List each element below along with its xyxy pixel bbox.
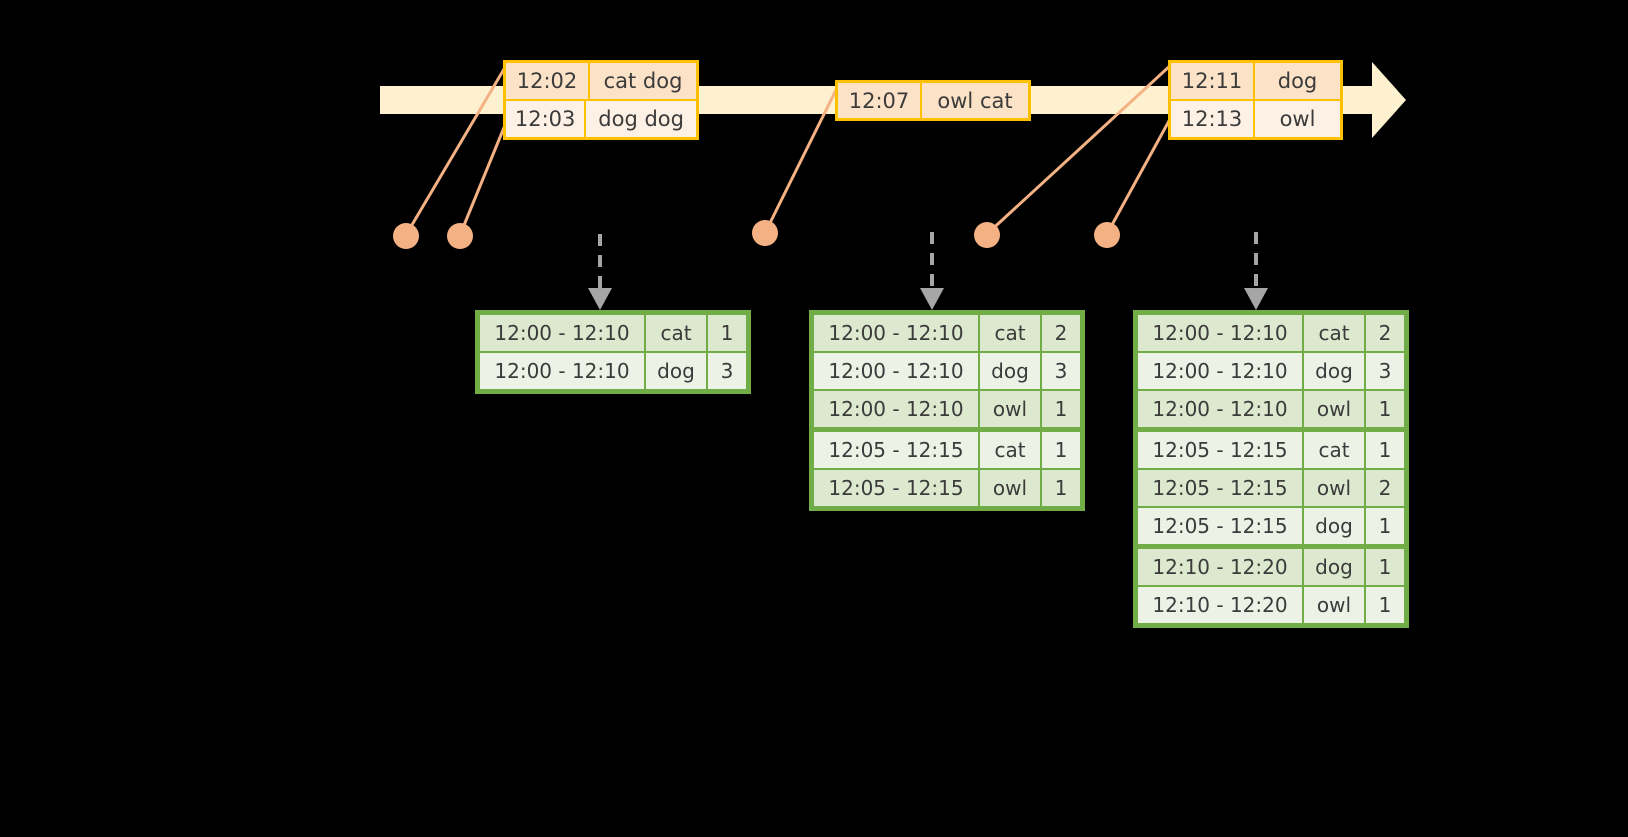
- count-cell: 3: [1042, 353, 1080, 389]
- window-cell: 12:05 - 12:15: [814, 432, 978, 468]
- event-group-1[interactable]: 12:02 cat dog 12:03 dog dog: [503, 60, 699, 140]
- event-dot: [447, 223, 473, 249]
- count-cell: 1: [1042, 391, 1080, 427]
- count-cell: 3: [1366, 353, 1404, 389]
- event-time: 12:03: [506, 101, 587, 137]
- key-cell: dog: [1304, 549, 1364, 585]
- flow-arrow-1: [588, 234, 612, 310]
- window-cell: 12:00 - 12:10: [814, 391, 978, 427]
- key-cell: cat: [1304, 315, 1364, 351]
- window-cell: 12:05 - 12:15: [1138, 470, 1302, 506]
- window-cell: 12:00 - 12:10: [1138, 391, 1302, 427]
- key-cell: owl: [1304, 587, 1364, 623]
- event-time: 12:07: [838, 83, 922, 118]
- event-words: dog: [1255, 63, 1340, 99]
- count-cell: 2: [1366, 470, 1404, 506]
- count-cell: 1: [1042, 470, 1080, 506]
- key-cell: dog: [646, 353, 706, 389]
- count-cell: 1: [1366, 391, 1404, 427]
- flow-arrow-3: [1244, 232, 1268, 310]
- event-row[interactable]: 12:13 owl: [1171, 99, 1340, 137]
- window-cell: 12:00 - 12:10: [480, 315, 644, 351]
- event-words: owl cat: [922, 83, 1028, 118]
- count-cell: 2: [1042, 315, 1080, 351]
- window-cell: 12:00 - 12:10: [1138, 315, 1302, 351]
- event-row[interactable]: 12:11 dog: [1171, 63, 1340, 99]
- key-cell: owl: [980, 470, 1040, 506]
- count-cell: 1: [1366, 549, 1404, 585]
- window-cell: 12:05 - 12:15: [814, 470, 978, 506]
- event-row[interactable]: 12:02 cat dog: [506, 63, 696, 99]
- window-cell: 12:10 - 12:20: [1138, 549, 1302, 585]
- window-cell: 12:00 - 12:10: [480, 353, 644, 389]
- key-cell: dog: [980, 353, 1040, 389]
- window-cell: 12:05 - 12:15: [1138, 508, 1302, 544]
- key-cell: cat: [980, 315, 1040, 351]
- flow-arrows: [588, 232, 1268, 310]
- event-dot: [393, 223, 419, 249]
- window-cell: 12:05 - 12:15: [1138, 432, 1302, 468]
- window-cell: 12:00 - 12:10: [814, 353, 978, 389]
- count-cell: 1: [1042, 432, 1080, 468]
- key-cell: dog: [1304, 353, 1364, 389]
- event-time: 12:02: [506, 63, 590, 99]
- event-dot: [1094, 222, 1120, 248]
- event-words: cat dog: [590, 63, 696, 99]
- count-cell: 1: [1366, 587, 1404, 623]
- count-cell: 1: [1366, 432, 1404, 468]
- key-cell: owl: [1304, 470, 1364, 506]
- event-dots: [393, 220, 1120, 249]
- event-words: dog dog: [586, 101, 696, 137]
- event-words: owl: [1255, 101, 1340, 137]
- count-cell: 1: [708, 315, 746, 351]
- key-cell: cat: [1304, 432, 1364, 468]
- count-cell: 1: [1366, 508, 1404, 544]
- count-cell: 2: [1366, 315, 1404, 351]
- count-cell: 3: [708, 353, 746, 389]
- event-dot: [974, 222, 1000, 248]
- event-time: 12:11: [1171, 63, 1255, 99]
- event-dot: [752, 220, 778, 246]
- event-group-2[interactable]: 12:07 owl cat: [835, 80, 1031, 121]
- window-cell: 12:10 - 12:20: [1138, 587, 1302, 623]
- key-cell: owl: [1304, 391, 1364, 427]
- event-time: 12:13: [1171, 101, 1255, 137]
- key-cell: cat: [646, 315, 706, 351]
- key-cell: owl: [980, 391, 1040, 427]
- key-cell: dog: [1304, 508, 1364, 544]
- event-row[interactable]: 12:03 dog dog: [506, 99, 696, 137]
- window-cell: 12:00 - 12:10: [1138, 353, 1302, 389]
- window-cell: 12:00 - 12:10: [814, 315, 978, 351]
- event-group-3[interactable]: 12:11 dog 12:13 owl: [1168, 60, 1343, 140]
- key-cell: cat: [980, 432, 1040, 468]
- flow-arrow-2: [920, 232, 944, 310]
- event-row[interactable]: 12:07 owl cat: [838, 83, 1028, 118]
